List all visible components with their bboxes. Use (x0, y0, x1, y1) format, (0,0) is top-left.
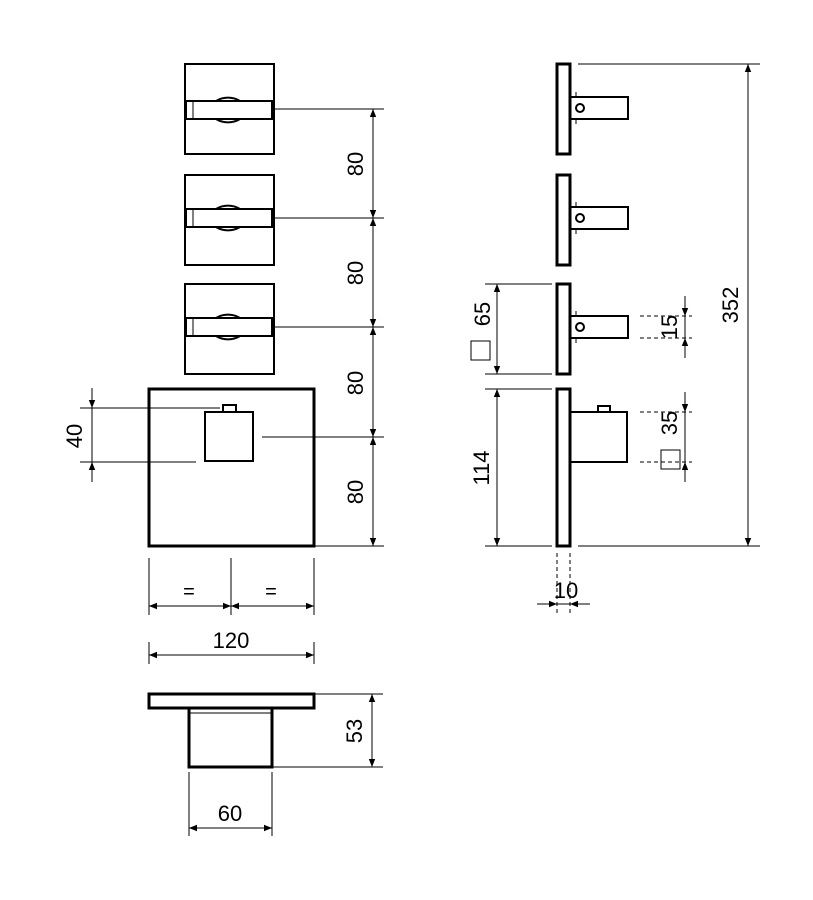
side-handle-width-dimension: 15 (640, 296, 692, 358)
square-symbol-65 (470, 340, 491, 361)
front-knob-height-dimension: 40 (62, 388, 220, 482)
dim-60: 60 (218, 801, 242, 826)
front-width-dimension: 120 (148, 628, 315, 664)
side-valve (555, 387, 628, 548)
square-symbol-35 (660, 449, 681, 470)
dim-equal-right: = (265, 581, 277, 603)
front-view: 80 80 80 80 40 = = (62, 63, 384, 664)
side-thickness-dimension: 10 (537, 553, 590, 616)
dim-80-4: 80 (343, 480, 368, 504)
dim-80-1: 80 (343, 152, 368, 176)
dim-10: 10 (554, 578, 578, 603)
front-knob-plate-2 (184, 174, 275, 266)
front-knob-plate-3 (184, 283, 275, 375)
dim-equal-left: = (183, 581, 195, 603)
dim-65: 65 (470, 302, 495, 326)
side-view: 352 65 114 15 (469, 62, 760, 616)
side-total-height-dimension: 352 (578, 63, 760, 547)
front-equal-halves-dimension: = = (148, 558, 315, 615)
front-valve-plate (147, 387, 316, 548)
front-knob-plate-1 (184, 63, 275, 155)
dim-80-2: 80 (343, 261, 368, 285)
side-knob-3 (555, 282, 629, 376)
side-valve-body-dimension: 35 (640, 392, 692, 482)
side-valve-plate-dimension: 114 (469, 388, 552, 547)
dim-40: 40 (62, 424, 87, 448)
dim-53: 53 (342, 719, 367, 743)
bottom-view: 53 60 (147, 692, 383, 836)
dim-120: 120 (213, 628, 250, 653)
dim-15: 15 (657, 315, 682, 339)
dim-114: 114 (469, 450, 494, 485)
side-knob-plate-dimension: 65 (470, 283, 552, 375)
side-knob-2 (555, 173, 629, 267)
front-spacing-dimension: 80 80 80 80 (343, 109, 377, 546)
dim-80-3: 80 (343, 371, 368, 395)
side-knob-1 (555, 62, 629, 156)
dim-35: 35 (657, 411, 682, 435)
dim-352: 352 (718, 287, 743, 324)
